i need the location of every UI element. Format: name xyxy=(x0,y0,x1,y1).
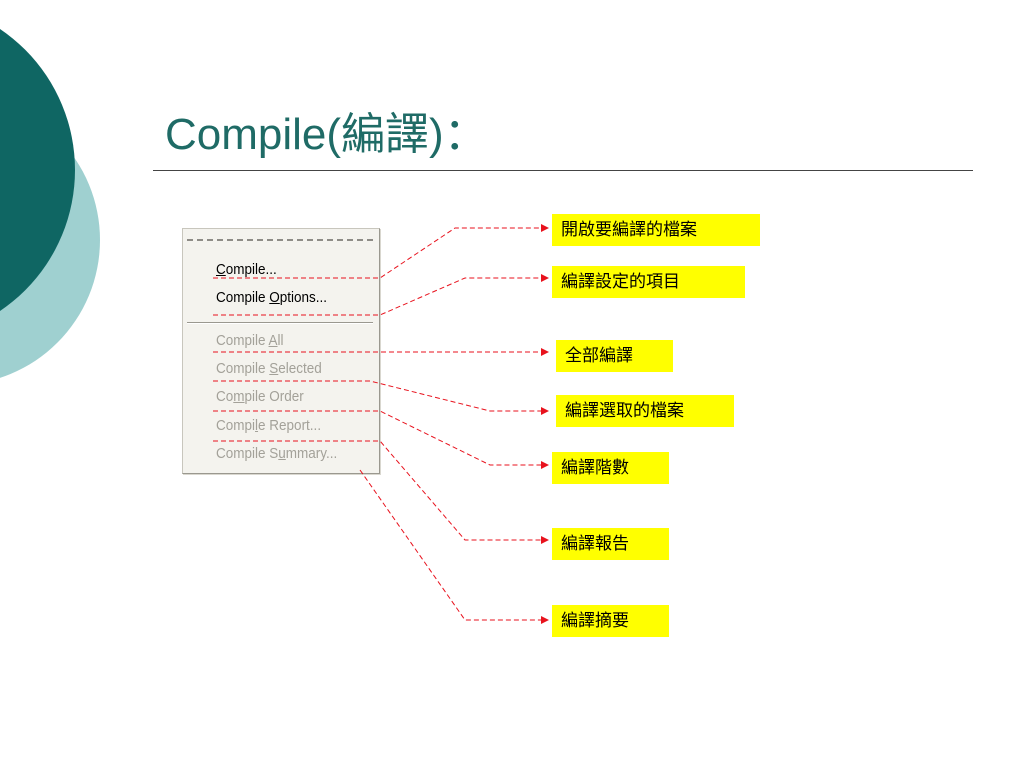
callout-compile-selected: 編譯選取的檔案 xyxy=(556,395,734,427)
decorative-circles xyxy=(0,29,100,378)
menu-item-compile-all[interactable]: Compile All xyxy=(216,332,284,349)
menu-item-compile-options[interactable]: Compile Options... xyxy=(216,289,328,306)
title-underline xyxy=(153,170,973,171)
leader-line-summary xyxy=(359,469,549,624)
callout-compile-order: 編譯階數 xyxy=(552,452,669,484)
callout-compile-summary: 編譯摘要 xyxy=(552,605,669,637)
compile-menu: Compile... Compile Options... Compile Al… xyxy=(182,228,380,474)
leader-line-order xyxy=(213,410,549,469)
dark-teal-circle xyxy=(0,29,75,311)
menu-item-compile-summary[interactable]: Compile Summary... xyxy=(216,445,338,462)
leader-line-options xyxy=(213,274,549,316)
menu-item-compile[interactable]: Compile... xyxy=(216,261,277,278)
menu-tearoff-handle[interactable] xyxy=(187,239,373,241)
menu-item-compile-selected[interactable]: Compile Selected xyxy=(216,360,322,377)
menu-item-compile-order[interactable]: Compile Order xyxy=(216,388,304,405)
callout-compile-report: 編譯報告 xyxy=(552,528,669,560)
menu-item-compile-report[interactable]: Compile Report... xyxy=(216,417,322,434)
callout-open-file: 開啟要編譯的檔案 xyxy=(552,214,760,246)
slide-title: Compile(編譯)： xyxy=(165,110,488,159)
leader-line-report xyxy=(213,440,549,544)
callout-compile-options: 編譯設定的項目 xyxy=(552,266,745,298)
leader-line-open xyxy=(213,224,549,279)
callout-compile-all: 全部編譯 xyxy=(556,340,673,372)
menu-separator xyxy=(187,322,373,324)
leader-line-selected xyxy=(213,380,549,415)
